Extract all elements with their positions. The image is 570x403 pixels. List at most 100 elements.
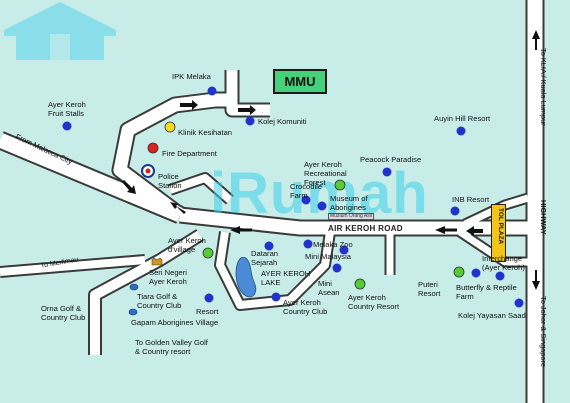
marker-seri-negeri-icon xyxy=(151,257,163,266)
place-label-tiara-golf: Tiara Golf & xyxy=(137,292,178,301)
air-keroh-road-label: AIR KEROH ROAD xyxy=(328,224,403,233)
north-road xyxy=(113,93,235,221)
place-label-dataran-sejarah: Sejarah xyxy=(251,258,278,267)
golden-valley-label-2: & Country resort xyxy=(135,347,191,356)
marker-peacock-paradise-icon xyxy=(382,167,392,177)
marker-fire-department-icon xyxy=(147,142,159,154)
place-label-museum-aborigines: Museum of xyxy=(330,194,368,203)
golden-valley-label-1: To Golden Valley Golf xyxy=(135,338,208,347)
place-label-kolej-komuniti: Kolej Komuniti xyxy=(258,117,307,126)
place-label-mini-asean: Mini xyxy=(318,279,332,288)
place-label-recreational-forest: Recreational xyxy=(304,169,347,178)
arrow-air-keroh-east xyxy=(435,226,457,234)
marker-museum-aborigines-icon xyxy=(317,201,327,211)
place-label-gapam: Gapam Aborigines Village xyxy=(131,318,219,327)
place-label-butterfly-farm: Butterfly & Reptile xyxy=(456,283,517,292)
marker-mini-asean-icon xyxy=(332,263,342,273)
place-label-fire-department: Fire Department xyxy=(162,149,217,158)
marker-police-station-icon xyxy=(141,164,155,178)
place-label-kolej-yayasan-saad: Kolej Yayasan Saad xyxy=(458,311,526,320)
place-label-country-resort: Ayer Keroh xyxy=(348,293,386,302)
place-label-orna-golf: Country Club xyxy=(41,313,86,322)
place-label-ak-village: d'village xyxy=(168,245,196,254)
marker-puteri-resort-icon xyxy=(453,266,465,278)
place-label-fruit-stalls: Fruit Stalls xyxy=(48,109,84,118)
arrow-police-road xyxy=(122,180,136,194)
place-label-ipk-melaka: IPK Melaka xyxy=(172,72,211,81)
loop-road xyxy=(168,174,233,204)
marker-dataran-sejarah-icon xyxy=(264,241,274,251)
marker-crocodile-farm-icon xyxy=(301,195,311,205)
marker-fruit-stalls-icon xyxy=(62,121,72,131)
place-label-seri-negeri: Ayer Keroh xyxy=(149,277,187,286)
marker-country-resort-icon xyxy=(354,278,366,290)
marker-ak-country-club-icon xyxy=(271,292,281,302)
place-label-tiara-golf: Country Club xyxy=(137,301,182,310)
place-label-police-station: Police xyxy=(158,172,179,181)
place-label-peacock-paradise: Peacock Paradise xyxy=(360,155,422,164)
interchange-road xyxy=(458,229,530,266)
place-label-mini-asean: Asean xyxy=(318,288,340,297)
place-label-resort: Resort xyxy=(196,307,219,316)
place-label-puteri-resort: Resort xyxy=(418,289,441,298)
place-label-inb-resort: INB Resort xyxy=(452,195,490,204)
marker-tiara-golf-icon xyxy=(129,283,139,291)
marker-interchange-icon xyxy=(471,268,481,278)
mmu-road xyxy=(226,70,270,116)
arrow-mmu-road xyxy=(238,105,256,115)
place-label-ak-village: Ayer Keroh xyxy=(168,236,206,245)
arrow-junction-road xyxy=(170,202,186,214)
arrow-interchange-loop xyxy=(466,226,483,236)
merlimau-road xyxy=(0,256,146,276)
malacca-road xyxy=(0,133,183,222)
place-label-dataran-sejarah: Dataran xyxy=(251,249,279,258)
south-west-road xyxy=(90,230,203,355)
arrow-air-keroh-west xyxy=(230,226,252,234)
marker-butterfly-farm-icon xyxy=(495,271,505,281)
marker-mini-malaysia-icon xyxy=(339,245,349,255)
place-label-auyin-hill: Auyin Hill Resort xyxy=(434,114,491,123)
marker-ak-village-icon xyxy=(202,247,214,259)
place-label-fruit-stalls: Ayer Keroh xyxy=(48,100,86,109)
place-label-interchange: Interchange xyxy=(482,254,523,263)
place-label-puteri-resort: Puteri xyxy=(418,280,438,289)
marker-auyin-hill-icon xyxy=(456,126,466,136)
lake-road xyxy=(216,231,334,309)
air-keroh-road xyxy=(179,208,530,235)
ayer-keroh-lake-shape xyxy=(235,256,257,298)
place-label-mini-malaysia: Mini Malaysia xyxy=(305,252,351,261)
marker-gapam-icon xyxy=(128,308,138,316)
place-label-police-station: Station xyxy=(158,181,182,190)
place-label-klinik-kesihatan: Klinik Kesihatan xyxy=(178,128,233,137)
place-label-ayer-keroh-lake: LAKE xyxy=(261,278,281,287)
place-label-melaka-zoo: Melaka Zoo xyxy=(313,240,353,249)
marker-resort-icon xyxy=(204,293,214,303)
place-label-recreational-forest: Ayer Keroh xyxy=(304,160,342,169)
place-label-recreational-forest: Forest xyxy=(304,178,326,187)
marker-ipk-melaka-icon xyxy=(207,86,217,96)
marker-recreational-forest-icon xyxy=(334,179,346,191)
marker-kolej-yayasan-saad-icon xyxy=(514,298,524,308)
marker-kolej-komuniti-icon xyxy=(245,116,255,126)
place-label-country-resort: Country Resort xyxy=(348,302,400,311)
mmu-label: MMU xyxy=(273,69,327,94)
watermark-house-icon xyxy=(4,2,116,60)
place-label-crocodile-farm: Farm xyxy=(290,191,308,200)
place-label-crocodile-farm: Crocodile xyxy=(290,182,323,191)
place-label-museum-aborigines: Aborigines xyxy=(330,203,366,212)
toll-plaza-box: TOL PLAZA xyxy=(491,204,506,262)
place-label-ayer-keroh-lake: AYER KEROH xyxy=(261,269,311,278)
arrow-north-road xyxy=(180,100,198,110)
place-label-interchange: (Ayer Keroh) xyxy=(482,263,525,272)
place-label-butterfly-farm: Farm xyxy=(456,292,474,301)
arrow-highway-north xyxy=(532,30,540,50)
marker-inb-resort-icon xyxy=(450,206,460,216)
place-label-seri-negeri: Seri Negeri xyxy=(149,268,187,277)
marker-melaka-zoo-icon xyxy=(303,239,313,249)
place-label-orna-golf: Orna Golf & xyxy=(41,304,82,313)
arrow-highway-south xyxy=(532,270,540,290)
place-label-ak-country-club: Country Club xyxy=(283,307,328,316)
